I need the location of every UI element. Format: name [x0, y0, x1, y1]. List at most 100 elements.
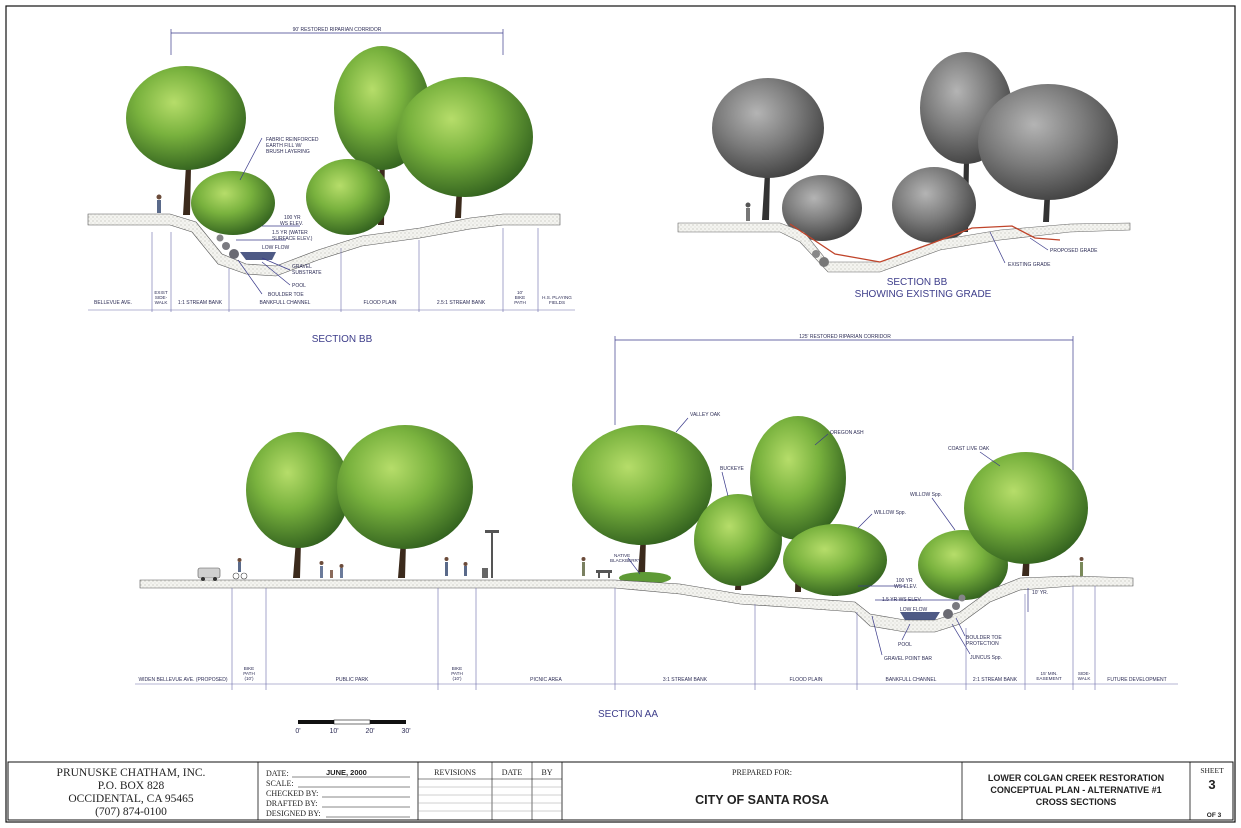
aa-pool-label: POOL	[898, 642, 912, 648]
aa-valley-oak-label: VALLEY OAK	[690, 412, 721, 418]
aa-ground-profile	[139, 575, 1134, 633]
section-bb-existing: PROPOSED GRADE EXISTING GRADE SECTION BB…	[677, 52, 1131, 300]
aa-lowflow-label: LOW FLOW	[900, 607, 928, 613]
firm-address-2: OCCIDENTAL, CA 95465	[68, 793, 194, 805]
rev-date-header: DATE	[502, 768, 523, 777]
aa-people-park	[319, 561, 344, 578]
bbx-section-subtitle: SHOWING EXISTING GRADE	[855, 289, 992, 300]
aa-coast-live-oak	[964, 452, 1088, 576]
bbx-person	[745, 202, 751, 221]
bbx-proposed-grade-line	[789, 223, 1061, 263]
aa-park-tree-1	[246, 432, 350, 578]
bb-lowflow-label: LOW FLOW	[262, 245, 290, 251]
aa-people-path	[444, 557, 468, 576]
aa-picnic-table	[596, 570, 612, 578]
drafted-label: DRAFTED BY:	[266, 799, 318, 808]
bb-boulder	[229, 249, 239, 259]
section-bb: 90' RESTORED RIPARIAN CORRIDOR	[87, 27, 575, 345]
aa-zone-bankfull: BANKFULL CHANNEL	[886, 677, 937, 683]
sheet-border	[5, 5, 1236, 823]
aa-section-title: SECTION AA	[598, 709, 658, 720]
bb-zone-stream-bank-2: 2.5:1 STREAM BANK	[437, 300, 486, 306]
aa-zone-public-park: PUBLIC PARK	[336, 677, 369, 683]
aa-zone-stream-bank-2: 2:1 STREAM BANK	[973, 677, 1018, 683]
aa-gravel-bar-label: GRAVEL POINT BAR	[884, 656, 932, 662]
firm-address-1: P.O. BOX 828	[98, 780, 165, 792]
date-value: JUNE, 2000	[326, 768, 367, 777]
bb-zone-stream-bank-1: 1:1 STREAM BANK	[178, 300, 223, 306]
aa-zone-stream-bank-3: 3:1 STREAM BANK	[663, 677, 708, 683]
date-label: DATE:	[266, 769, 289, 778]
aa-corridor-label: 125' RESTORED RIPARIAN CORRIDOR	[799, 334, 891, 340]
bb-elev15-label-1: 1.5 YR (WATER	[272, 230, 308, 236]
project-subtitle: CONCEPTUAL PLAN - ALTERNATIVE #1	[990, 785, 1161, 795]
designed-label: DESIGNED BY:	[266, 809, 321, 818]
bb-elev100-label-1: 100 YR	[284, 215, 301, 221]
aa-person-right	[1079, 557, 1084, 576]
bb-boulder-label: BOULDER TOE	[268, 292, 304, 298]
aa-willow-2-label: WILLOW Spp.	[910, 492, 942, 498]
bb-section-title: SECTION BB	[312, 334, 373, 345]
scale-label: SCALE:	[266, 779, 294, 788]
aa-zone-picnic: PICNIC AREA	[530, 677, 562, 683]
aa-zone-bellevue: WIDEN BELLEVUE AVE. (PROPOSED)	[138, 677, 227, 683]
sheet-label: SHEET	[1200, 766, 1224, 775]
aa-car	[197, 567, 221, 581]
bbx-boulder-2	[812, 250, 820, 258]
bbx-existing-label: EXISTING GRADE	[1008, 262, 1051, 268]
sheet-of: OF 3	[1207, 812, 1222, 819]
bbx-tree-right	[978, 84, 1118, 222]
bbx-shrub-2	[892, 167, 976, 243]
aa-elev100-label-1: 100 YR	[896, 578, 913, 584]
bbx-boulder	[819, 257, 829, 267]
aa-boulder-label-1: BOULDER TOE	[966, 635, 1002, 641]
prepared-for-label: PREPARED FOR:	[732, 768, 792, 777]
aa-zone-future: FUTURE DEVELOPMENT	[1107, 677, 1166, 683]
bb-fabric-label-1: FABRIC REINFORCED	[266, 137, 319, 143]
bbx-section-title: SECTION BB	[887, 277, 948, 288]
aa-elev100-label-2: WS ELEV.	[894, 584, 917, 590]
bb-fabric-label-2: EARTH FILL W/	[266, 143, 302, 149]
bb-tree-right	[397, 77, 533, 218]
aa-blackberry-label-1: NATIVE	[614, 553, 630, 558]
aa-coast-live-oak-label: COAST LIVE OAK	[948, 446, 990, 452]
bb-person	[156, 194, 162, 213]
aa-willow-1-label: WILLOW Spp.	[874, 510, 906, 516]
aa-valley-oak	[572, 425, 712, 574]
scale-20: 20'	[365, 728, 374, 735]
aa-zone-sidewalk: SIDE-WALK	[1078, 671, 1092, 681]
scale-30: 30'	[401, 728, 410, 735]
checked-label: CHECKED BY:	[266, 789, 318, 798]
bb-pool-label: POOL	[292, 283, 306, 289]
section-aa: 125' RESTORED RIPARIAN CORRIDOR	[135, 334, 1178, 720]
bb-low-flow-water	[240, 252, 276, 260]
rev-by-header: BY	[541, 768, 552, 777]
aa-juncus-label: JUNCUS Spp.	[970, 655, 1002, 661]
aa-park-tree-2	[337, 425, 473, 578]
aa-dim10-label: 10' YR.	[1032, 590, 1048, 596]
bb-elev15-label-2: SURFACE ELEV.)	[272, 236, 313, 242]
title-block: PRUNUSKE CHATHAM, INC. P.O. BOX 828 OCCI…	[7, 761, 1234, 821]
bb-fabric-label-3: BRUSH LAYERING	[266, 149, 310, 155]
aa-willow-1	[783, 524, 887, 596]
project-sheet-title: CROSS SECTIONS	[1036, 797, 1117, 807]
aa-buckeye-label: BUCKEYE	[720, 466, 745, 472]
firm-phone: (707) 874-0100	[95, 806, 167, 818]
bb-tree-left	[126, 66, 246, 215]
bb-elev100-label-2: WS ELEV.	[280, 221, 303, 227]
bb-shrub-bank	[191, 171, 275, 235]
project-title: LOWER COLGAN CREEK RESTORATION	[988, 773, 1164, 783]
aa-cyclist	[232, 558, 248, 580]
bbx-tree-left	[712, 78, 824, 220]
scale-bar: 0' 10' 20' 30'	[295, 719, 411, 735]
aa-zone-easement: 15' MIN.EASEMENT	[1036, 671, 1061, 681]
aa-blackberry-label-2: BLACKBERRY	[610, 558, 641, 563]
sheet-number: 3	[1208, 777, 1215, 792]
bb-gravel-label-2: SUBSTRATE	[292, 270, 322, 276]
